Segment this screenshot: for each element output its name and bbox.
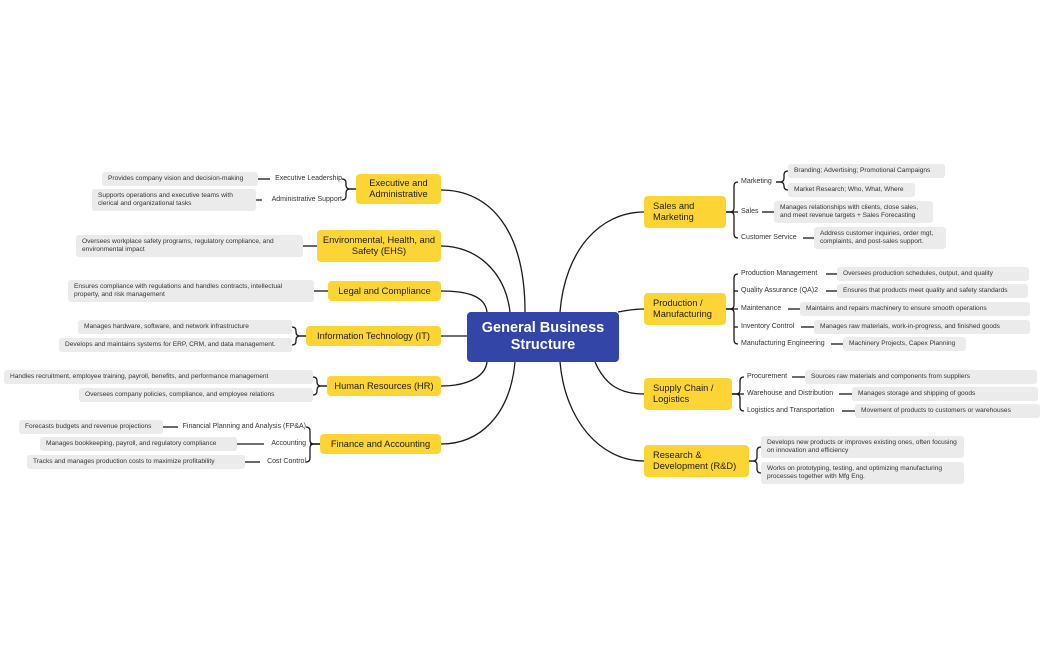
sub-logistics-and-transportation[interactable]: Logistics and Transportation	[747, 407, 835, 414]
branch-information-technology[interactable]: Information Technology (IT)	[306, 326, 441, 346]
connector	[749, 460, 762, 474]
sub-marketing[interactable]: Marketing	[741, 178, 772, 185]
connector	[726, 181, 739, 213]
leaf-it-infrastructure[interactable]: Manages hardware, software, and network …	[78, 320, 292, 334]
connector	[732, 376, 745, 395]
leaf-it-systems[interactable]: Develops and maintains systems for ERP, …	[59, 338, 292, 352]
connector	[726, 308, 739, 345]
leaf-cost-control[interactable]: Tracks and manages production costs to m…	[27, 455, 245, 469]
connector	[312, 385, 327, 396]
leaf-procurement[interactable]: Sources raw materials and components fro…	[805, 370, 1037, 384]
central-topic[interactable]: General Business Structure	[467, 312, 619, 362]
sub-customer-service[interactable]: Customer Service	[741, 234, 797, 241]
branch-legal-and-compliance[interactable]: Legal and Compliance	[328, 281, 441, 301]
sub-fpa[interactable]: Financial Planning and Analysis (FP&A)	[182, 423, 306, 430]
connector	[594, 361, 645, 395]
leaf-executive-leadership[interactable]: Provides company vision and decision-mak…	[102, 172, 258, 186]
sub-quality-assurance[interactable]: Quality Assurance (QA)2	[741, 287, 819, 294]
leaf-hr-recruitment[interactable]: Handles recruitment, employee training, …	[4, 370, 313, 384]
branch-sales-and-marketing[interactable]: Sales and Marketing	[644, 196, 726, 228]
leaf-inventory-control[interactable]: Manages raw materials, work-in-progress,…	[814, 320, 1030, 334]
branch-supply-chain-logistics[interactable]: Supply Chain / Logistics	[644, 378, 732, 410]
leaf-sales[interactable]: Manages relationships with clients, clos…	[774, 201, 933, 223]
connector	[440, 361, 516, 445]
sub-inventory-control[interactable]: Inventory Control	[741, 323, 795, 330]
connector	[776, 181, 789, 191]
sub-maintenance[interactable]: Maintenance	[741, 305, 782, 312]
sub-accounting[interactable]: Accounting	[271, 440, 306, 447]
branch-ehs[interactable]: Environmental, Health, and Safety (EHS)	[317, 230, 441, 262]
branch-production-manufacturing[interactable]: Production / Manufacturing	[644, 293, 726, 325]
sub-warehouse-and-distribution[interactable]: Warehouse and Distribution	[747, 390, 834, 397]
leaf-production-management[interactable]: Oversees production schedules, output, a…	[837, 267, 1029, 281]
sub-cost-control[interactable]: Cost Control	[267, 458, 306, 465]
sub-production-management[interactable]: Production Management	[741, 270, 818, 277]
sub-procurement[interactable]: Procurement	[747, 373, 788, 380]
connector	[440, 245, 511, 313]
connector	[291, 335, 306, 346]
leaf-manufacturing-engineering[interactable]: Machinery Projects, Capex Planning	[843, 337, 966, 351]
sub-manufacturing-engineering[interactable]: Manufacturing Engineering	[741, 340, 825, 347]
leaf-administrative-support[interactable]: Supports operations and executive teams …	[92, 189, 256, 211]
leaf-logistics-and-transportation[interactable]: Movement of products to customers or war…	[855, 404, 1040, 418]
sub-sales[interactable]: Sales	[741, 208, 759, 215]
connector	[341, 178, 356, 190]
connector	[291, 326, 306, 337]
connector	[440, 290, 488, 313]
leaf-rd-prototyping[interactable]: Works on prototyping, testing, and optim…	[761, 462, 964, 484]
leaf-marketing-research[interactable]: Market Research; Who, What, Where	[788, 183, 915, 197]
connector	[726, 211, 739, 239]
connector	[341, 188, 356, 201]
leaf-accounting[interactable]: Manages bookkeeping, payroll, and regula…	[40, 437, 237, 451]
connector	[559, 361, 645, 462]
connector	[559, 211, 645, 313]
connector	[732, 393, 745, 412]
connector	[312, 376, 327, 387]
connector	[617, 308, 645, 313]
connector	[440, 189, 526, 313]
leaf-legal-and-compliance[interactable]: Ensures compliance with regulations and …	[68, 280, 314, 302]
connector	[776, 170, 789, 183]
connector	[440, 361, 488, 387]
leaf-quality-assurance[interactable]: Ensures that products meet quality and s…	[837, 284, 1028, 298]
branch-research-and-development[interactable]: Research & Development (R&D)	[644, 445, 749, 477]
leaf-fpa[interactable]: Forecasts budgets and revenue projection…	[19, 420, 163, 434]
leaf-warehouse-and-distribution[interactable]: Manages storage and shipping of goods	[852, 387, 1038, 401]
leaf-customer-service[interactable]: Address customer inquiries, order mgt, c…	[814, 227, 946, 249]
branch-executive-and-administrative[interactable]: Executive and Administrative	[356, 174, 441, 204]
connector	[305, 443, 320, 463]
connector	[749, 446, 762, 462]
leaf-hr-policies[interactable]: Oversees company policies, compliance, a…	[79, 388, 313, 402]
connector	[305, 426, 320, 445]
leaf-maintenance[interactable]: Maintains and repairs machinery to ensur…	[800, 302, 1030, 316]
leaf-marketing-branding[interactable]: Branding; Advertising; Promotional Campa…	[788, 164, 945, 178]
sub-administrative-support[interactable]: Administrative Support	[271, 196, 342, 203]
branch-finance-and-accounting[interactable]: Finance and Accounting	[320, 434, 441, 454]
leaf-ehs[interactable]: Oversees workplace safety programs, regu…	[76, 235, 303, 257]
leaf-rd-innovation[interactable]: Develops new products or improves existi…	[761, 436, 964, 458]
branch-human-resources[interactable]: Human Resources (HR)	[327, 376, 441, 396]
sub-executive-leadership[interactable]: Executive Leadership	[275, 175, 342, 182]
